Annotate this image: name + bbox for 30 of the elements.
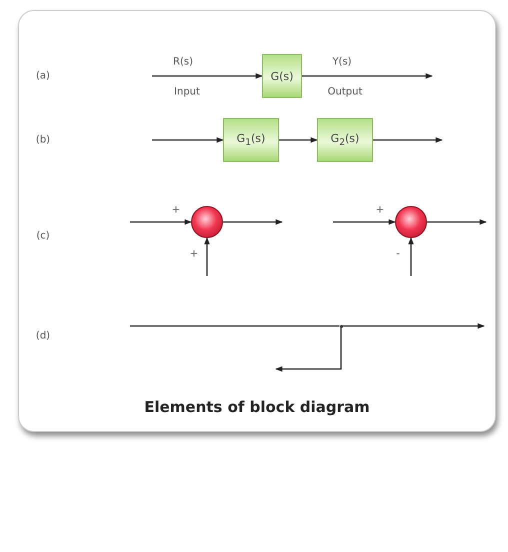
panel-label: (d) bbox=[36, 330, 50, 342]
panel-label: (a) bbox=[36, 70, 50, 82]
arrow bbox=[130, 219, 192, 225]
sign-label: + bbox=[376, 204, 384, 216]
arrow bbox=[302, 73, 433, 79]
sign-label: + bbox=[190, 248, 198, 260]
transfer-function-block: G$_{1}$(s) bbox=[223, 118, 279, 162]
arrow bbox=[223, 219, 283, 225]
arrow bbox=[275, 328, 342, 372]
arrow bbox=[342, 323, 485, 329]
arrow bbox=[373, 137, 443, 143]
takeoff-point bbox=[340, 324, 342, 328]
arrow bbox=[152, 137, 224, 143]
arrow bbox=[152, 73, 263, 79]
arrow bbox=[279, 137, 318, 143]
transfer-function-block: G$_{2}$(s) bbox=[317, 118, 373, 162]
signal-name: Output bbox=[328, 86, 362, 98]
sign-label: + bbox=[172, 204, 180, 216]
signal-label: R(s) bbox=[172, 56, 194, 68]
signal-name: Input bbox=[174, 86, 200, 98]
transfer-function-block: G(s) bbox=[262, 54, 302, 98]
arrow bbox=[408, 237, 414, 276]
panel-label: (b) bbox=[36, 134, 50, 146]
sign-label: - bbox=[396, 248, 400, 260]
caption: Elements of block diagram bbox=[143, 398, 371, 416]
arrow bbox=[427, 219, 487, 225]
arrow bbox=[204, 237, 210, 276]
panel-label: (c) bbox=[36, 230, 50, 242]
signal-label: Y(s) bbox=[331, 56, 353, 68]
arrow bbox=[333, 219, 396, 225]
